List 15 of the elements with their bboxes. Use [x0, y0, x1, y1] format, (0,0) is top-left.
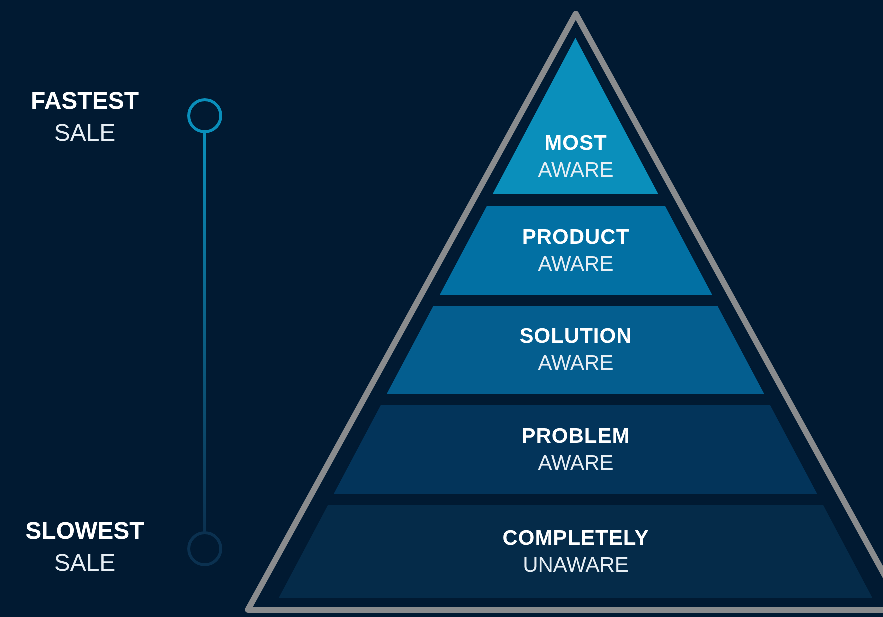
level-title: MOST [544, 131, 608, 157]
speed-label: FASTEST [30, 87, 139, 117]
speed-label: SLOWEST [26, 517, 144, 547]
level-title: PROBLEM [522, 424, 630, 450]
level-title: COMPLETELY [502, 526, 650, 552]
level-subtitle: AWARE [538, 158, 614, 184]
level-title: SOLUTION [520, 324, 632, 350]
speed-sublabel: SALE [54, 119, 116, 149]
level-subtitle: UNAWARE [523, 552, 629, 578]
speed-sublabel: SALE [54, 549, 116, 579]
level-subtitle: AWARE [538, 351, 614, 377]
level-subtitle: AWARE [538, 450, 614, 476]
scale-line [204, 132, 206, 533]
level-title: PRODUCT [522, 224, 630, 250]
level-subtitle: AWARE [538, 252, 614, 278]
